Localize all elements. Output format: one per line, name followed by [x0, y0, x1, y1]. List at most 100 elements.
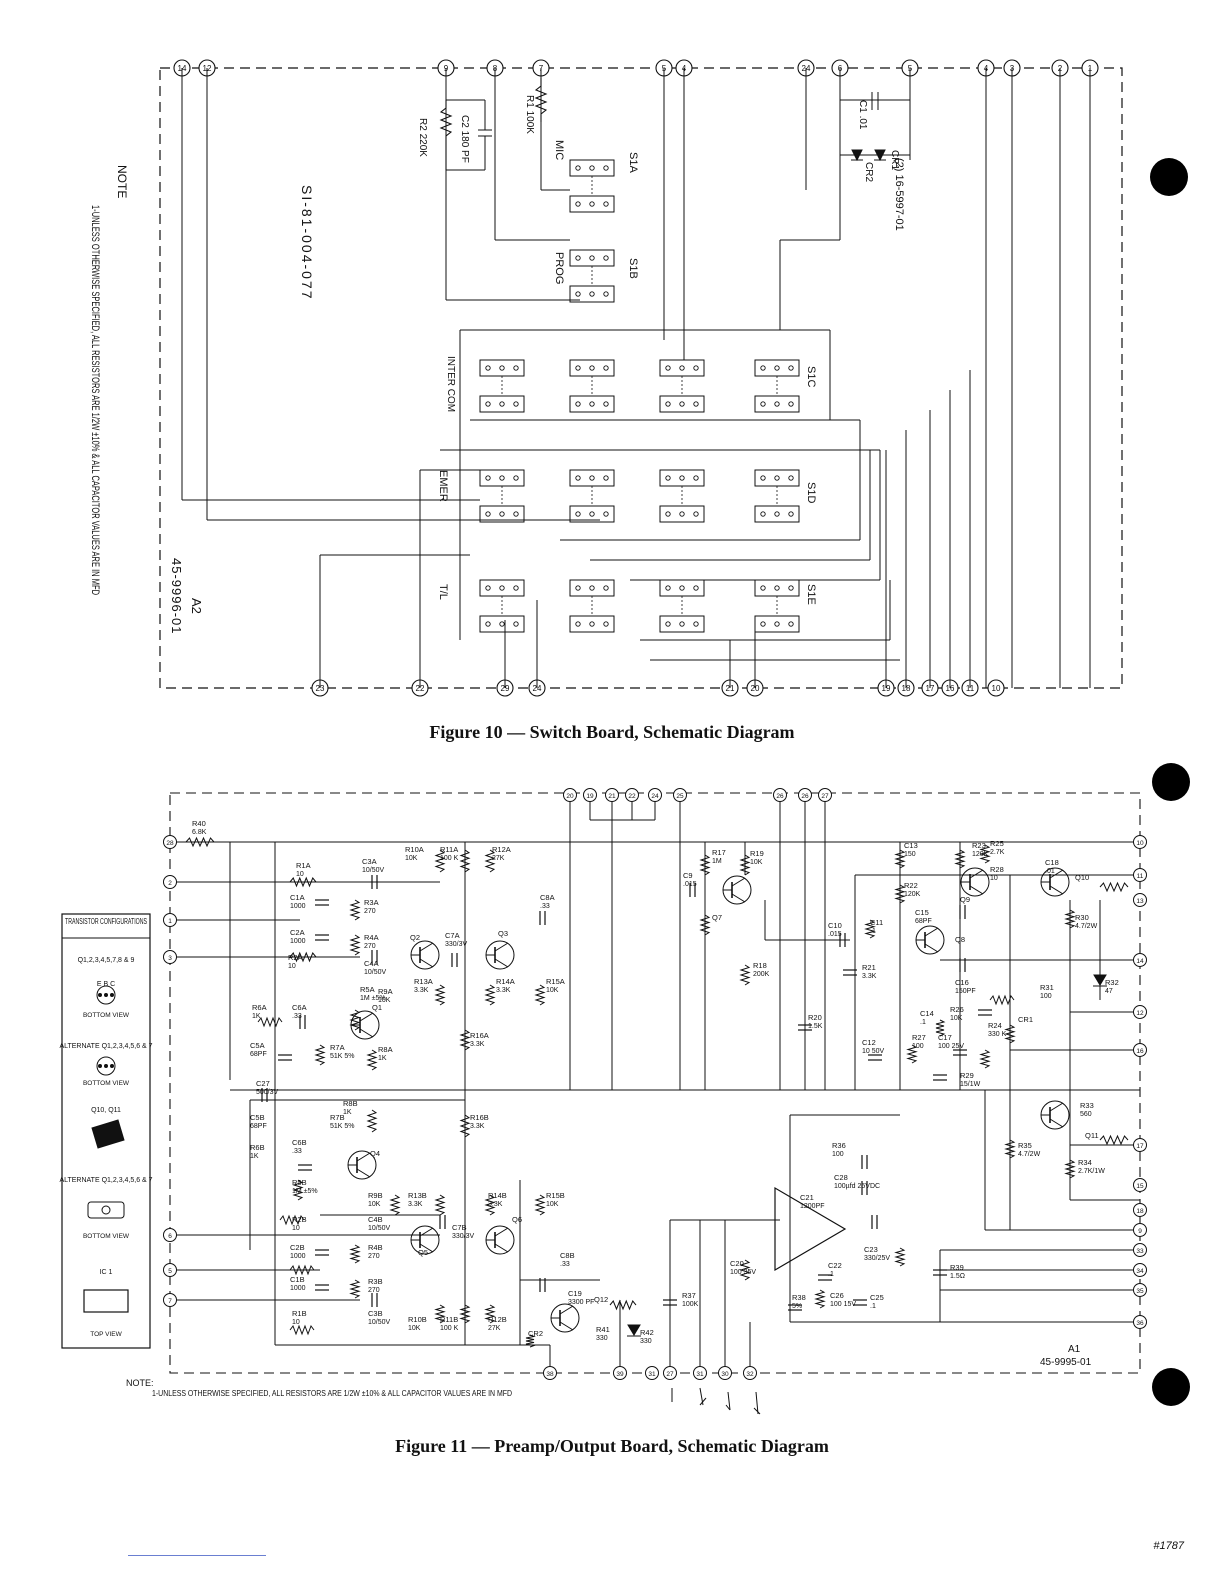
svg-text:51K 5%: 51K 5% [330, 1123, 355, 1130]
svg-text:27: 27 [821, 793, 829, 800]
fig10-c2 [446, 99, 492, 171]
fig11-capacitor [933, 1269, 947, 1276]
svg-text:R12B: R12B [488, 1315, 507, 1324]
fig11-resistor [366, 1049, 378, 1071]
fig11-ic1-amplifier [774, 1186, 847, 1272]
svg-text:.1: .1 [828, 1271, 834, 1278]
svg-text:68PF: 68PF [250, 1123, 267, 1130]
svg-text:21: 21 [608, 793, 616, 800]
svg-text:1K: 1K [343, 1109, 352, 1116]
fig11-transistor [347, 1150, 377, 1180]
svg-text:15/1W: 15/1W [960, 1081, 981, 1088]
svg-text:R33: R33 [1080, 1101, 1094, 1110]
svg-text:10 50V: 10 50V [862, 1048, 885, 1055]
svg-text:R9A: R9A [378, 987, 393, 996]
fig11-resistor [484, 984, 496, 1006]
svg-text:R14A: R14A [496, 977, 515, 986]
svg-text:R41: R41 [596, 1325, 610, 1334]
fig11-capacitor [853, 1299, 867, 1306]
fig11-resistor [279, 1214, 305, 1226]
svg-text:C5A: C5A [250, 1041, 265, 1050]
fig11-terminal: 11 [1133, 868, 1147, 882]
fig11-capacitor [663, 1299, 677, 1306]
svg-text:47: 47 [1105, 988, 1113, 995]
svg-text:39: 39 [616, 1371, 624, 1378]
fig11-resistors [185, 836, 1129, 1348]
svg-text:270: 270 [368, 1287, 380, 1294]
fig11-resistor [434, 984, 446, 1006]
fig11-resistor [1004, 1139, 1016, 1159]
transistor-config-box [61, 913, 151, 1349]
fig10-switch-label-s1d: S1D [805, 482, 817, 503]
page-number: #1787 [1153, 1540, 1184, 1552]
svg-text:18: 18 [1136, 1208, 1144, 1215]
fig10-c1 [871, 92, 879, 110]
svg-text:R27: R27 [912, 1033, 926, 1042]
fig11-resistor [1099, 1134, 1129, 1146]
svg-text:5: 5 [168, 1268, 172, 1275]
fig10-c2-label: C2 180 PF [459, 115, 470, 163]
svg-text:16: 16 [1136, 1048, 1144, 1055]
fig11-terminal: 10 [1133, 835, 1147, 849]
fig11-terminal: 24 [648, 788, 662, 802]
svg-text:R10B: R10B [408, 1315, 427, 1324]
svg-text:1000: 1000 [290, 1285, 306, 1292]
fig11-label-q6: Q6 [512, 1215, 522, 1224]
fig11-terminal: 14 [1133, 953, 1147, 967]
svg-text:9: 9 [1138, 1228, 1142, 1235]
svg-text:R30: R30 [1075, 913, 1089, 922]
fig11-label-q4: Q4 [370, 1149, 380, 1158]
fig11-transistor [722, 875, 752, 905]
fig11-label-c25: C25.1 [870, 1293, 884, 1310]
svg-text:10K: 10K [950, 1015, 963, 1022]
svg-text:33: 33 [1136, 1248, 1144, 1255]
svg-text:3.3K: 3.3K [414, 987, 429, 994]
fig10-switch-wafer [659, 579, 705, 633]
fig11-transistor [1040, 1100, 1070, 1130]
svg-text:10: 10 [992, 684, 1001, 693]
svg-text:C2B: C2B [290, 1243, 305, 1252]
fig11-capacitor [818, 1274, 832, 1281]
fig11-terminal: 22 [625, 788, 639, 802]
svg-text:C2A: C2A [290, 928, 305, 937]
svg-text:C16: C16 [955, 978, 969, 987]
svg-text:CR2: CR2 [528, 1329, 543, 1338]
svg-text:R20: R20 [808, 1013, 822, 1022]
fig11-label-c11: C11.1 [870, 918, 883, 935]
fig11-terminal: 13 [1133, 893, 1147, 907]
svg-text:R6B: R6B [250, 1143, 265, 1152]
svg-text:.1: .1 [870, 928, 876, 935]
svg-text:C14: C14 [920, 1009, 934, 1018]
fig10-board-part: 45-9996-01 [169, 558, 184, 635]
fig11-resistor [289, 1324, 315, 1336]
fig11-terminal: 32 [743, 1366, 757, 1380]
fig11-terminal: 27 [663, 1366, 677, 1380]
svg-text:34: 34 [1136, 1268, 1144, 1275]
svg-text:.1: .1 [920, 1019, 926, 1026]
svg-text:.1: .1 [870, 1303, 876, 1310]
fig11-cr1-diode [1093, 974, 1107, 987]
punch-hole-top [1150, 158, 1188, 196]
svg-text:100: 100 [832, 1151, 844, 1158]
fig11-terminal: 20 [563, 788, 577, 802]
fig11-capacitor [298, 1164, 312, 1171]
svg-text:3.3K: 3.3K [862, 973, 877, 980]
svg-text:29: 29 [501, 684, 510, 693]
svg-text:.33: .33 [292, 1013, 302, 1020]
svg-text:10K: 10K [408, 1325, 421, 1332]
svg-text:10K: 10K [378, 997, 391, 1004]
svg-text:12: 12 [1136, 1010, 1144, 1017]
